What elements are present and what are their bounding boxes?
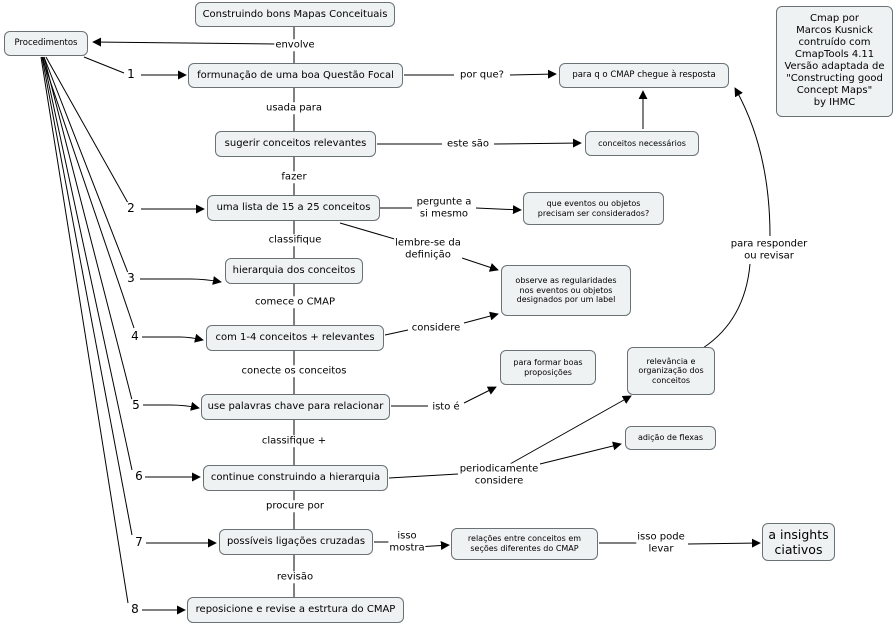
relevancia-node[interactable]: relevância e organização dos conceitos (627, 347, 715, 395)
regularidades-node[interactable]: observe as regularidades nos eventos ou … (501, 265, 631, 316)
label-conecte: conecte os conceitos (240, 365, 348, 377)
label-isto-e: isto é (431, 401, 461, 413)
label-envolve: envolve (274, 39, 316, 51)
credits-note: Cmap por Marcos Kusnick contruído com Cm… (776, 6, 893, 117)
label-pergunte: pergunte a si mesmo (415, 196, 473, 220)
sugerir-node[interactable]: sugerir conceitos relevantes (215, 131, 376, 157)
label-number-5: 5 (131, 398, 141, 413)
step8-node[interactable]: reposicione e revise a estrtura do CMAP (187, 597, 404, 623)
label-isso-pode-levar: isso pode levar (636, 531, 686, 555)
label-porque: por que? (459, 69, 505, 81)
flexas-node[interactable]: adição de flexas (625, 426, 716, 450)
label-classifique: classifique (267, 234, 323, 246)
title-node[interactable]: Construindo bons Mapas Conceituais (195, 2, 395, 27)
label-comece: comece o CMAP (253, 296, 337, 308)
label-usada-para: usada para (264, 102, 324, 114)
label-procure-por: procure por (265, 500, 325, 512)
relacoes-node[interactable]: relações entre conceitos em seções difer… (451, 528, 598, 560)
label-periodicamente: periodicamente considere (458, 463, 540, 487)
label-este-sao: este são (445, 138, 491, 150)
eventos-node[interactable]: que eventos ou objetos precisam ser cons… (523, 192, 664, 225)
label-isso-mostra: isso mostra (388, 530, 426, 554)
step4-node[interactable]: com 1-4 conceitos + relevantes (206, 325, 384, 351)
step1-node[interactable]: formunação de uma boa Questão Focal (188, 63, 403, 88)
step5-node[interactable]: use palavras chave para relacionar (201, 394, 390, 420)
label-number-1: 1 (126, 67, 136, 82)
label-considere: considere (410, 322, 462, 334)
label-lembre: lembre-se da definição (394, 237, 462, 261)
necessarios-node[interactable]: conceitos necessários (585, 131, 699, 156)
label-revisao: revisão (275, 571, 315, 583)
label-number-7: 7 (134, 535, 144, 550)
label-fazer: fazer (280, 171, 308, 183)
label-number-6: 6 (134, 469, 144, 484)
label-number-3: 3 (126, 271, 136, 286)
label-number-4: 4 (130, 329, 140, 344)
formar-node[interactable]: para formar boas proposições (500, 350, 596, 385)
step2-node[interactable]: uma lista de 15 a 25 conceitos (207, 195, 380, 221)
insights-node[interactable]: a insights ciativos (762, 523, 835, 561)
label-classifique-mais: classifique + (260, 435, 328, 447)
label-number-8: 8 (130, 602, 140, 617)
label-number-2: 2 (126, 201, 136, 216)
step3-node[interactable]: hierarquia dos conceitos (225, 258, 363, 284)
resposta-node[interactable]: para q o CMAP chegue à resposta (559, 63, 729, 88)
label-responder: para responder ou revisar (729, 238, 809, 262)
step6-node[interactable]: continue construindo a hierarquia (203, 465, 388, 491)
procedimentos-node[interactable]: Procedimentos (4, 31, 88, 56)
step7-node[interactable]: possíveis ligações cruzadas (219, 529, 373, 555)
